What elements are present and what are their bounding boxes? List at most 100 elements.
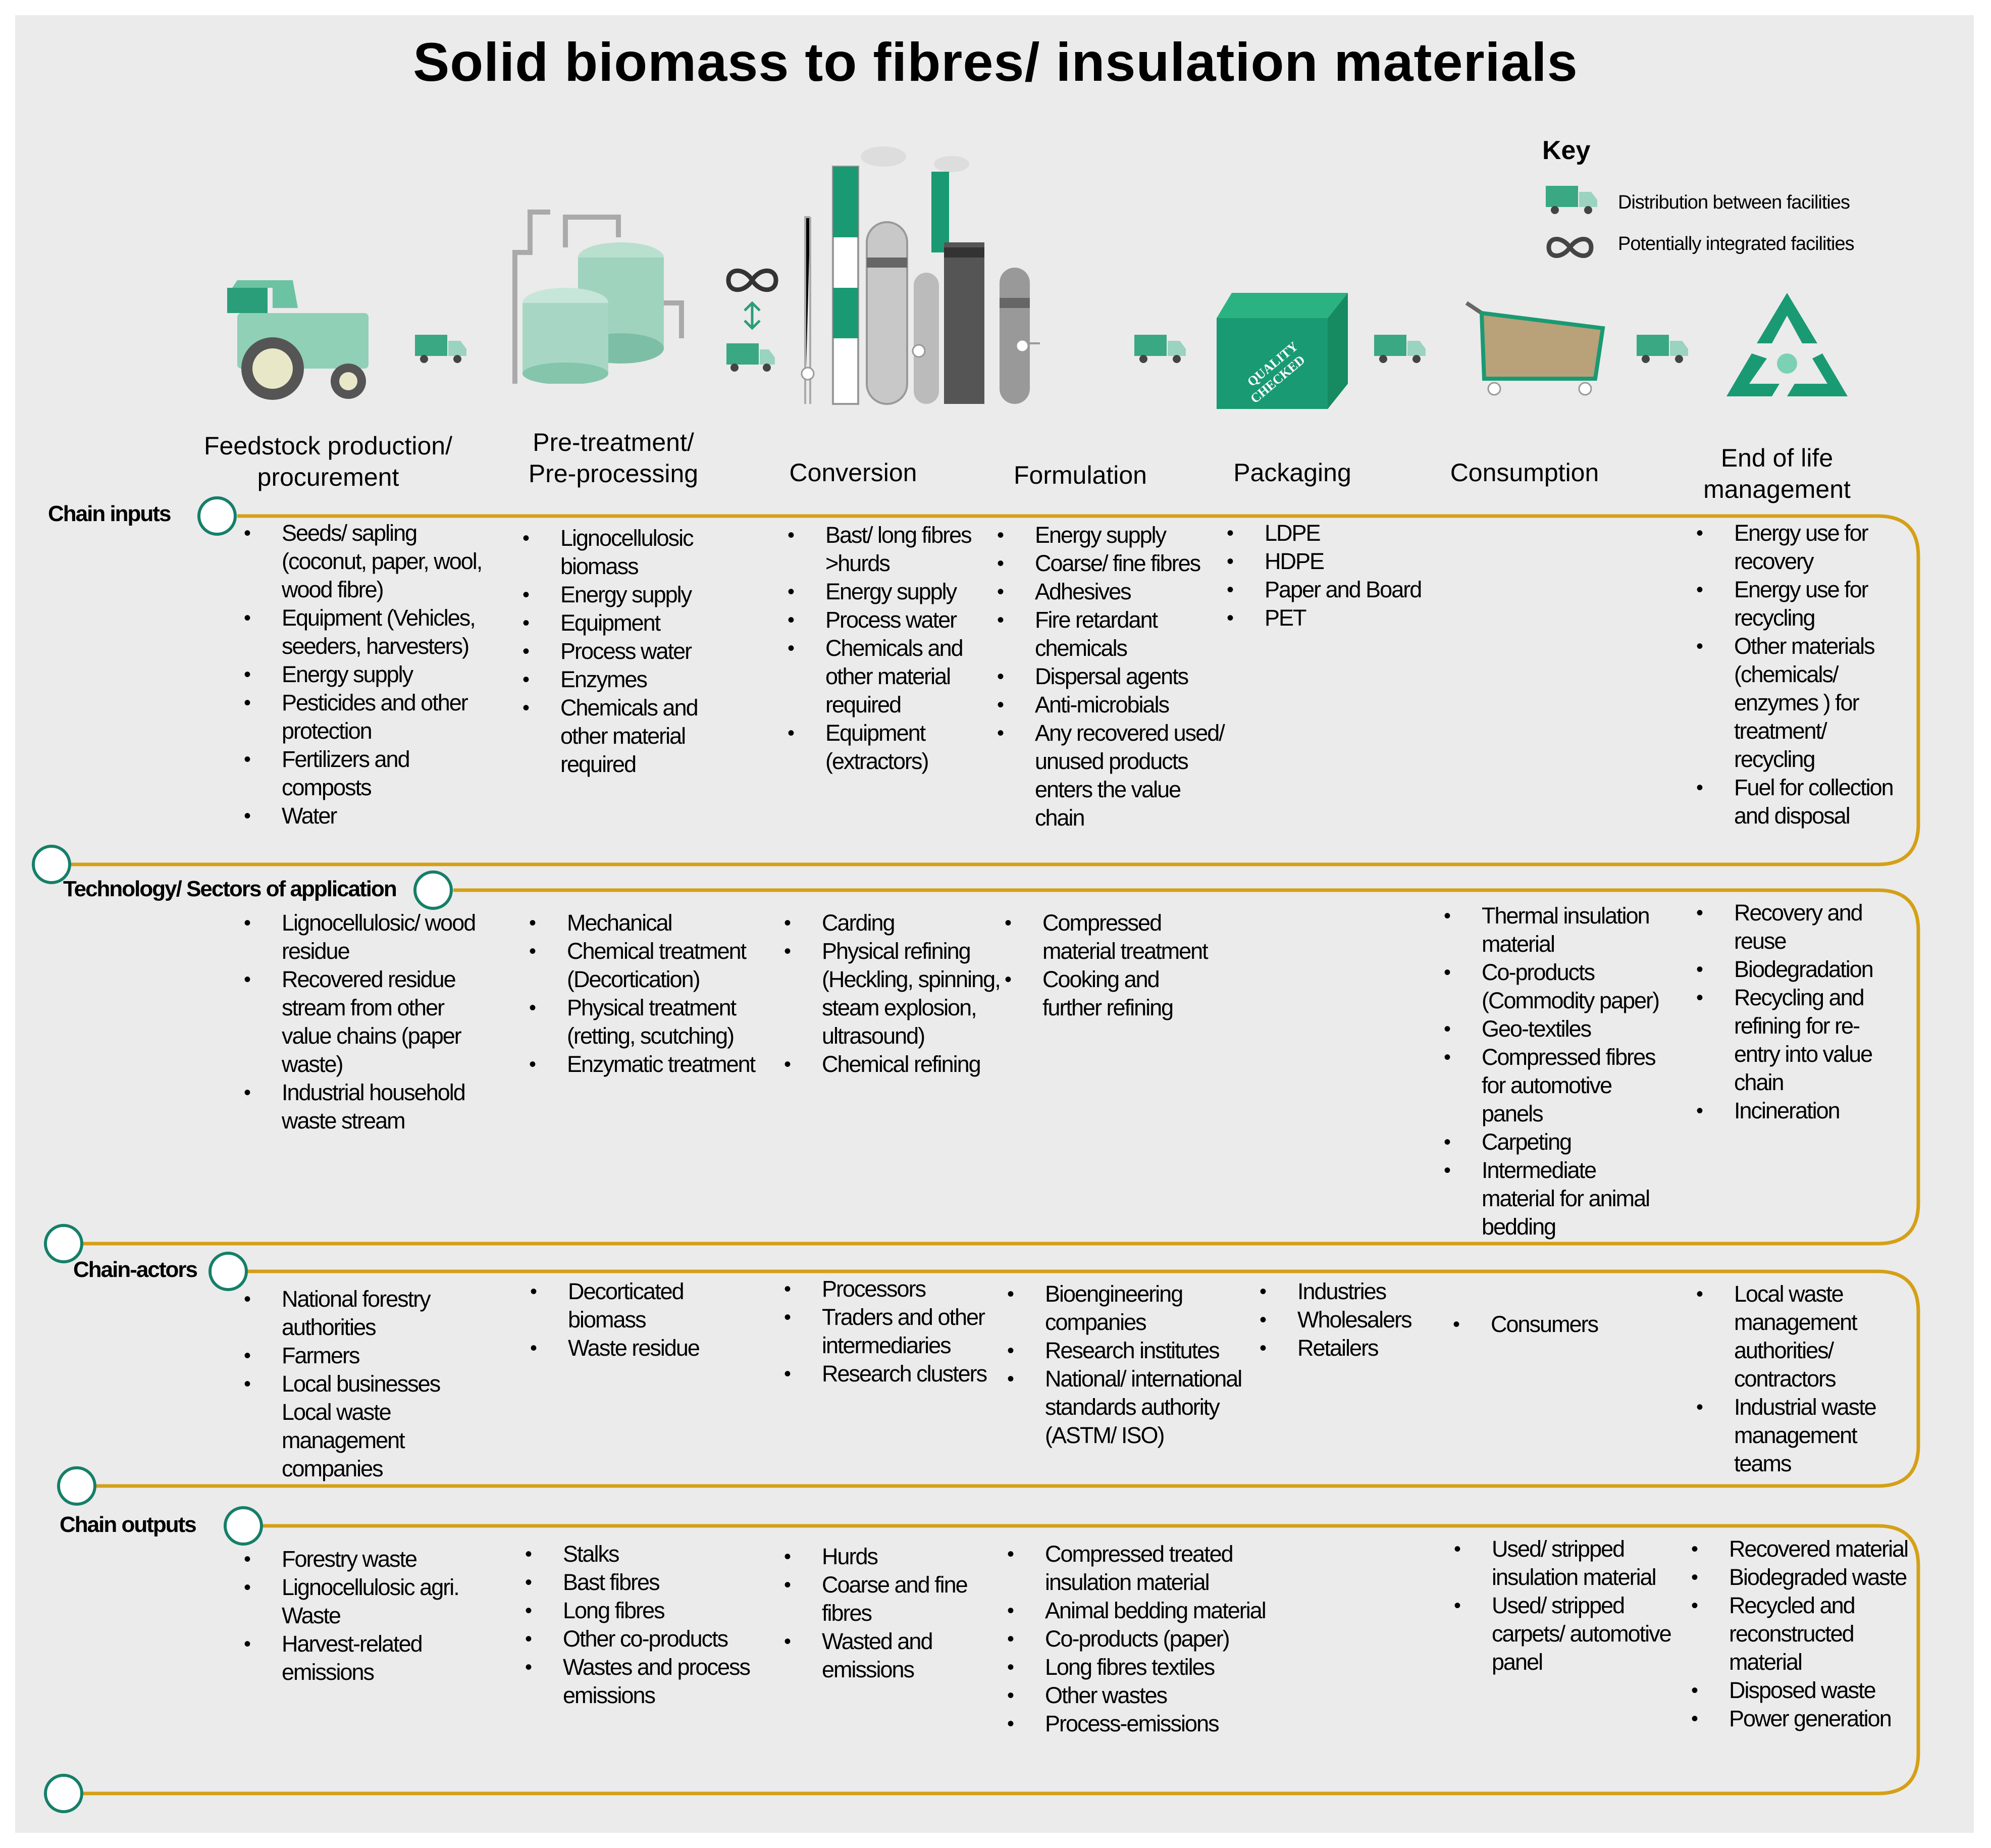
list-inputs-packaging: LDPEHDPEPaper and BoardPET (1227, 519, 1449, 632)
list-item: Chemical refining (784, 1050, 1006, 1079)
list-item: Biodegraded waste (1691, 1563, 1913, 1592)
infinity-icon (1546, 237, 1594, 258)
stage-line: procurement (257, 463, 399, 491)
list-item: Local businesses Local waste management … (244, 1370, 491, 1483)
list-item: Consumers (1453, 1310, 1665, 1339)
section-label-technology: Technology/ Sectors of application (63, 877, 397, 901)
truck-icon (1374, 335, 1426, 363)
list-item: Compressed treated insulation material (1007, 1540, 1270, 1597)
list-item: Wasted and emissions (784, 1627, 1006, 1684)
list-item: Dispersal agents (997, 662, 1224, 691)
list-item: Research clusters (784, 1360, 1006, 1388)
list-item: National forestry authorities (244, 1285, 491, 1342)
list-item: Carding (784, 909, 1006, 937)
list-outputs-pretreatment: StalksBast fibresLong fibresOther co-pro… (525, 1540, 772, 1710)
truck-icon (1637, 335, 1688, 363)
list-item: Other co-products (525, 1625, 772, 1653)
recycle-icon (1726, 293, 1848, 396)
list-actors-consumption: Consumers (1453, 1310, 1665, 1339)
list-item: Enzymatic treatment (529, 1050, 776, 1079)
list-item: Traders and other intermediaries (784, 1303, 1006, 1360)
list-item: Seeds/ sapling (coconut, paper, wool, wo… (244, 519, 491, 604)
list-actors-end-of-life: Local waste management authorities/ cont… (1696, 1280, 1898, 1478)
stage-consumption: Consumption (1419, 457, 1631, 488)
cart-icon (1465, 301, 1605, 396)
stage-packaging: Packaging (1191, 457, 1393, 488)
list-item: Cooking and further refining (1005, 965, 1217, 1022)
list-item: Paper and Board (1227, 576, 1449, 604)
list-technology-consumption: Thermal insulation materialCo-products (… (1444, 902, 1666, 1241)
list-item: Energy supply (788, 578, 1000, 606)
list-item: Geo-textiles (1444, 1015, 1666, 1043)
list-item: Fertilizers and composts (244, 745, 491, 802)
list-item: Fuel for collection and disposal (1696, 774, 1898, 830)
list-item: Enzymes (522, 665, 740, 694)
list-item: Recovered residue stream from other valu… (244, 965, 491, 1079)
stage-feedstock: Feedstock production/ procurement (187, 430, 469, 493)
list-item: Used/ stripped carpets/ automotive panel (1454, 1592, 1701, 1676)
list-item: Fire retardant chemicals (997, 606, 1224, 662)
list-item: Other wastes (1007, 1681, 1270, 1710)
list-item: Animal bedding material (1007, 1597, 1270, 1625)
list-outputs-conversion: HurdsCoarse and fine fibresWasted and em… (784, 1543, 1006, 1684)
truck-icon (1134, 335, 1186, 363)
list-item: Process-emissions (1007, 1710, 1270, 1738)
list-item: Process water (522, 637, 740, 665)
list-inputs-feedstock: Seeds/ sapling (coconut, paper, wool, wo… (244, 519, 491, 830)
list-item: Process water (788, 606, 1000, 634)
list-item: Energy supply (522, 581, 740, 609)
list-item: Coarse/ fine fibres (997, 549, 1224, 578)
list-inputs-formulation: Energy supplyCoarse/ fine fibresAdhesive… (997, 521, 1225, 832)
list-item: Energy supply (244, 660, 491, 689)
list-item: Recovery and reuse (1696, 899, 1898, 955)
list-outputs-end-of-life: Recovered materialBiodegraded wasteRecyc… (1691, 1535, 1913, 1733)
list-item: Anti-microbials (997, 691, 1224, 719)
list-item: Thermal insulation material (1444, 902, 1666, 958)
list-outputs-consumption: Used/ stripped insulation materialUsed/ … (1454, 1535, 1701, 1676)
truck-icon (1546, 186, 1597, 214)
stage-line: Conversion (789, 458, 917, 487)
list-actors-feedstock: National forestry authoritiesFarmersLoca… (244, 1285, 491, 1483)
list-item: Compressed fibres for automotive panels (1444, 1043, 1666, 1128)
list-item: Hurds (784, 1543, 1006, 1571)
stage-pretreatment: Pre-treatment/ Pre-processing (492, 427, 735, 489)
list-item: Wastes and process emissions (525, 1653, 772, 1710)
stage-line: Feedstock production/ (204, 432, 452, 460)
list-item: PET (1227, 604, 1449, 632)
list-item: Industrial waste management teams (1696, 1393, 1898, 1478)
list-item: Equipment (extractors) (788, 719, 1000, 776)
stage-line: Packaging (1233, 458, 1351, 487)
stage-formulation: Formulation (979, 459, 1181, 491)
list-item: Carpeting (1444, 1128, 1666, 1156)
list-item: Long fibres textiles (1007, 1653, 1270, 1681)
list-item: Lignocellulosic biomass (522, 524, 740, 581)
list-inputs-end-of-life: Energy use for recoveryEnergy use for re… (1696, 519, 1898, 830)
list-item: Bast/ long fibres >hurds (788, 521, 1000, 578)
list-item: Co-products (Commodity paper) (1444, 958, 1666, 1015)
list-outputs-feedstock: Forestry wasteLignocellulosic agri. Wast… (244, 1545, 491, 1686)
list-item: Biodegradation (1696, 955, 1898, 984)
list-item: Recycled and reconstructed material (1691, 1592, 1913, 1676)
list-technology-pretreatment: MechanicalChemical treatment (Decorticat… (529, 909, 776, 1079)
list-item: Adhesives (997, 578, 1224, 606)
list-actors-packaging: IndustriesWholesalersRetailers (1260, 1277, 1461, 1362)
list-item: Research institutes (1007, 1337, 1244, 1365)
key-item-integrated: Potentially integrated facilities (1618, 233, 1855, 254)
list-item: Other materials (chemicals/ enzymes ) fo… (1696, 632, 1898, 774)
list-technology-feedstock: Lignocellulosic/ wood residueRecovered r… (244, 909, 491, 1135)
list-item: Disposed waste (1691, 1676, 1913, 1705)
list-item: Equipment (Vehicles, seeders, harvesters… (244, 604, 491, 660)
key-title: Key (1542, 136, 1591, 165)
tanks-icon (512, 210, 684, 384)
list-technology-conversion: CardingPhysical refining (Heckling, spin… (784, 909, 1006, 1079)
list-item: Bast fibres (525, 1568, 772, 1597)
list-item: Energy supply (997, 521, 1224, 549)
stage-line: Formulation (1014, 461, 1147, 489)
key-item-distribution: Distribution between facilities (1618, 192, 1850, 213)
list-item: Physical refining (Heckling, spinning, s… (784, 937, 1006, 1050)
list-item: Recovered material (1691, 1535, 1913, 1563)
list-item: Chemicals and other material required (522, 694, 740, 779)
refinery-icon (801, 146, 1040, 405)
list-technology-formulation: Compressed material treatmentCooking and… (1005, 909, 1217, 1022)
list-item: Any recovered used/ unused products ente… (997, 719, 1225, 832)
